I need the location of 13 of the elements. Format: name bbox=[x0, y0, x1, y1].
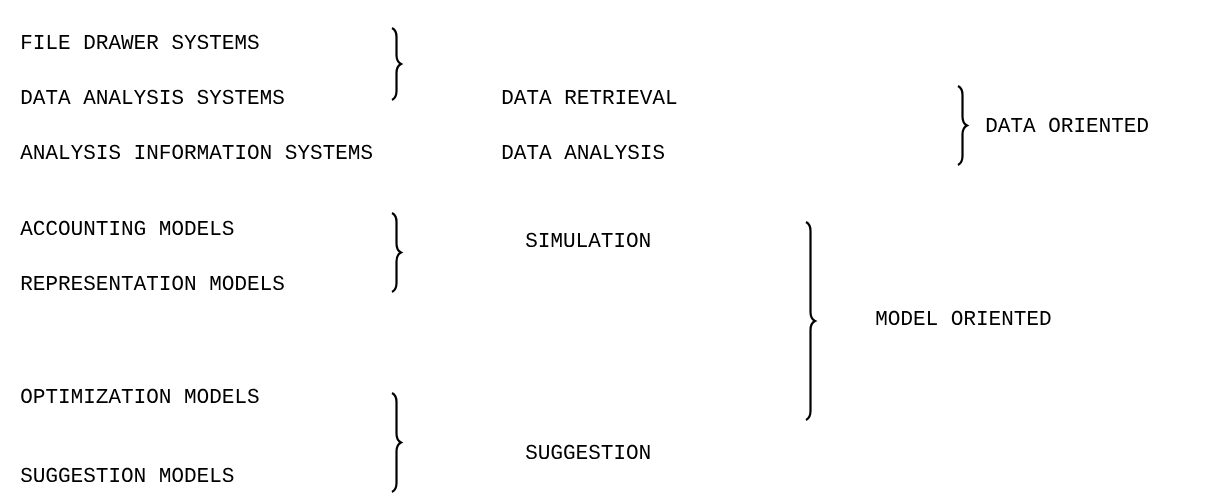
category-label: REPRESENTATION MODELS bbox=[21, 275, 284, 291]
category-label: FILE DRAWER SYSTEMS bbox=[22, 34, 259, 50]
category-label: DATA RETRIEVAL bbox=[502, 90, 677, 104]
category-label: DATA ANALYSIS SYSTEMS bbox=[21, 89, 284, 105]
category-label: ANALYSIS INFORMATION SYSTEMS bbox=[20, 144, 372, 160]
category-label: ACCOUNTING MODELS bbox=[20, 220, 234, 236]
category-label: SUGGESTION MODELS bbox=[21, 467, 234, 483]
category-label: DATA ORIENTED bbox=[986, 117, 1148, 133]
category-label: DATA ANALYSIS bbox=[502, 144, 664, 160]
category-label: MODEL ORIENTED bbox=[876, 310, 1051, 326]
category-label: SUGGESTION bbox=[526, 444, 650, 460]
category-label: OPTIMIZATION MODELS bbox=[21, 388, 259, 404]
category-label: SIMULATION bbox=[526, 232, 650, 248]
